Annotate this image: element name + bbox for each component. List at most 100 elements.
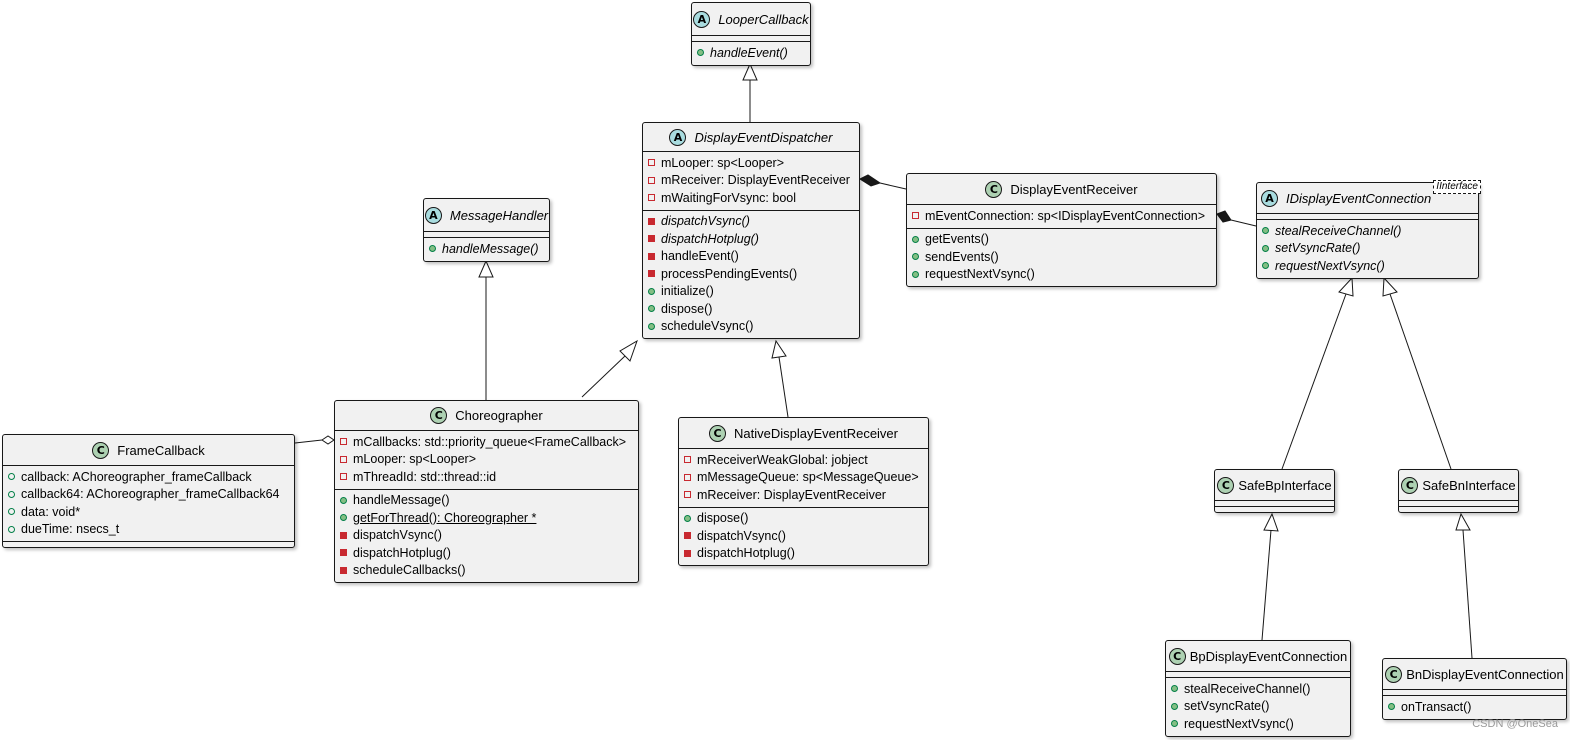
public-visibility-icon [1262,244,1269,252]
private-visibility-icon [684,473,691,481]
method-row: requestNextVsync() [1257,257,1478,275]
class-bp-display-event-connection: C BpDisplayEventConnection stealReceiveC… [1165,640,1351,737]
class-display-event-receiver: C DisplayEventReceiver mEventConnection:… [906,173,1217,287]
field-text: mCallbacks: std::priority_queue<FrameCal… [353,434,627,449]
method-text: sendEvents() [925,249,999,264]
class-safe-bn-interface: C SafeBnInterface [1398,469,1519,513]
private-visibility-icon [340,531,347,539]
method-row: stealReceiveChannel() [1257,222,1478,240]
public-visibility-icon [648,322,655,330]
method-row: onTransact() [1383,698,1566,716]
field-text: callback64: AChoreographer_frameCallback… [21,487,280,502]
field-text: mWaitingForVsync: bool [661,190,796,205]
public-visibility-icon [8,525,15,533]
field-text: mThreadId: std::thread::id [353,469,497,484]
method-row: dispatchHotplug() [643,230,859,248]
class-frame-callback: C FrameCallback callback: AChoreographer… [2,434,295,548]
method-text: getEvents() [925,232,989,247]
field-row: mThreadId: std::thread::id [335,468,638,486]
inheritance-arrowhead [771,339,787,359]
public-visibility-icon [340,514,347,522]
composition-diamond [858,174,882,187]
public-visibility-icon [912,270,919,278]
field-text: data: void* [21,504,81,519]
methods-section: onTransact() [1383,695,1566,719]
methods-section: stealReceiveChannel() setVsyncRate() req… [1166,677,1350,736]
method-text: dispose() [697,511,749,526]
public-visibility-icon [684,514,691,522]
field-text: mReceiverWeakGlobal: jobject [697,452,868,467]
field-row: callback: AChoreographer_frameCallback [3,468,294,486]
field-row: dueTime: nsecs_t [3,521,294,539]
method-text: handleMessage() [353,493,450,508]
methods-section: stealReceiveChannel() setVsyncRate() req… [1257,219,1478,278]
relation-aggregation-choreographer-framecallback [294,439,323,444]
class-icon: C [430,407,448,424]
fields-section: callback: AChoreographer_frameCallback c… [3,465,294,541]
method-row: dispatchVsync() [643,213,859,231]
relation-extends-safebn-connection [1389,293,1452,470]
methods-section: dispatchVsync() dispatchHotplug() handle… [643,209,859,339]
abstract-class-icon: A [424,206,442,224]
private-visibility-icon [340,473,347,481]
methods-section [3,541,294,547]
method-row: dispatchVsync() [335,527,638,545]
fields-section [1215,500,1334,506]
class-name: DisplayEventReceiver [1010,181,1138,197]
field-row: mEventConnection: sp<IDisplayEventConnec… [907,207,1216,225]
field-row: mReceiver: DisplayEventReceiver [643,172,859,190]
private-visibility-icon [684,456,691,464]
watermark: CSDN @OneSea [1472,718,1558,730]
relation-composition-dispatcher-receiver [879,182,907,190]
class-display-event-dispatcher: A DisplayEventDispatcher mLooper: sp<Loo… [642,122,860,339]
abstract-class-icon: A [669,128,687,146]
method-text: dispatchHotplug() [697,546,795,561]
private-visibility-icon [648,176,655,184]
field-row: mWaitingForVsync: bool [643,189,859,207]
method-row: stealReceiveChannel() [1166,680,1350,698]
relation-extends-bpconn-safebp [1261,529,1272,641]
methods-section: dispose() dispatchVsync() dispatchHotplu… [679,506,928,566]
field-text: mLooper: sp<Looper> [353,452,477,467]
class-name: SafeBpInterface [1238,477,1332,493]
method-row: dispatchVsync() [679,527,928,545]
method-row: initialize() [643,283,859,301]
method-row: getForThread(): Choreographer * [335,509,638,527]
public-visibility-icon [1171,685,1178,693]
public-visibility-icon [1171,720,1178,728]
class-name: LooperCallback [718,11,809,27]
method-row: setVsyncRate() [1166,698,1350,716]
public-visibility-icon [912,253,919,261]
method-text: scheduleVsync() [661,319,754,334]
public-visibility-icon [8,490,15,498]
private-visibility-icon [648,235,655,243]
method-text: dispatchVsync() [697,528,786,543]
public-visibility-icon [912,235,919,243]
class-name: FrameCallback [117,442,205,458]
methods-section [1399,506,1518,512]
field-text: callback: AChoreographer_frameCallback [21,469,252,484]
class-icon: C [708,424,726,442]
class-icon: C [1385,665,1403,683]
method-text: getForThread(): Choreographer * [353,510,537,525]
abstract-class-icon: A [693,10,711,28]
public-visibility-icon [1388,703,1395,711]
methods-section: handleEvent() [692,41,810,65]
method-row: processPendingEvents() [643,265,859,283]
methods-section: getEvents() sendEvents() requestNextVsyn… [907,227,1216,287]
method-row: dispose() [679,510,928,528]
class-message-handler: A MessageHandler handleMessage() [423,198,550,262]
private-visibility-icon [340,566,347,574]
field-text: mReceiver: DisplayEventReceiver [697,487,886,502]
method-row: getEvents() [907,231,1216,249]
fields-section: mLooper: sp<Looper> mReceiver: DisplayEv… [643,151,859,210]
method-row: handleEvent() [692,44,810,62]
methods-section [1215,506,1334,512]
private-visibility-icon [684,491,691,499]
fields-section [424,231,549,237]
field-text: mLooper: sp<Looper> [661,155,785,170]
method-text: dispatchVsync() [661,214,750,229]
class-safe-bp-interface: C SafeBpInterface [1214,469,1335,513]
method-row: scheduleCallbacks() [335,562,638,580]
public-visibility-icon [340,496,347,504]
